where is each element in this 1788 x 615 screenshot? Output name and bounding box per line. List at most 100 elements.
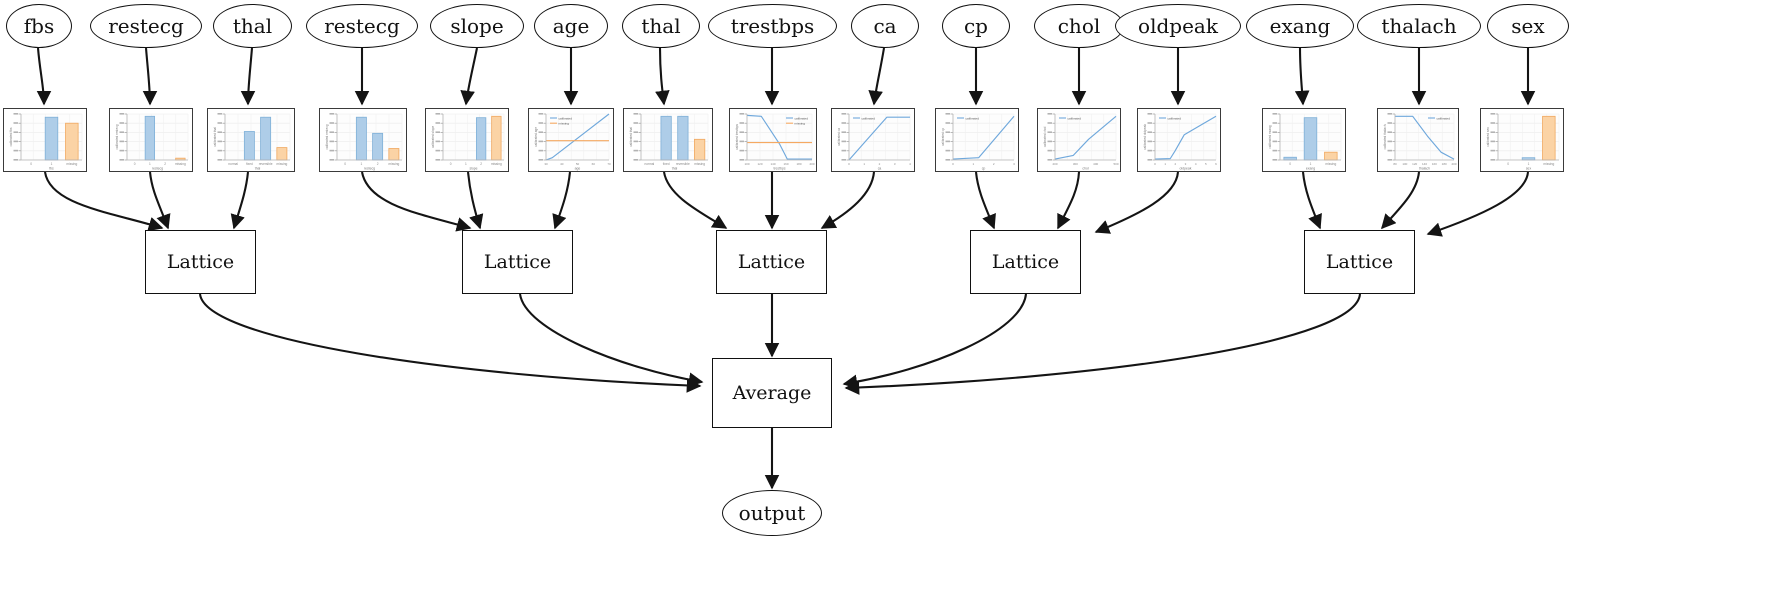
svg-text:180: 180 (1442, 162, 1447, 166)
svg-text:0: 0 (450, 162, 452, 166)
svg-text:160: 160 (783, 162, 788, 166)
svg-text:chol: chol (1082, 167, 1088, 171)
svg-text:160: 160 (1432, 162, 1437, 166)
input-label: slope (450, 14, 504, 38)
svg-text:1: 1 (360, 162, 362, 166)
svg-text:calibrated restecg: calibrated restecg (325, 124, 329, 149)
svg-text:slope: slope (469, 167, 477, 171)
svg-text:1: 1 (465, 162, 467, 166)
svg-text:missing: missing (276, 162, 287, 166)
lattice-node-4[interactable]: Lattice (1304, 230, 1415, 294)
svg-text:1: 1 (1310, 162, 1312, 166)
svg-text:3: 3 (894, 162, 896, 166)
input-node-restecg-2[interactable]: restecg (306, 4, 418, 48)
input-node-thal[interactable]: thal (213, 4, 292, 48)
svg-text:140: 140 (1422, 162, 1427, 166)
svg-text:500: 500 (1113, 162, 1118, 166)
svg-text:0: 0 (134, 162, 136, 166)
svg-text:normal: normal (645, 162, 655, 166)
output-node[interactable]: output (722, 490, 822, 536)
svg-text:normal: normal (228, 162, 238, 166)
svg-text:6: 6 (1215, 162, 1217, 166)
average-label: Average (732, 382, 812, 404)
svg-text:calibrated restecg: calibrated restecg (115, 124, 119, 149)
svg-text:missing: missing (491, 162, 502, 166)
svg-text:calibrated: calibrated (1437, 116, 1451, 120)
input-node-age[interactable]: age (534, 4, 608, 48)
input-label: trestbps (730, 14, 815, 38)
svg-text:fbs: fbs (49, 167, 54, 171)
lattice-label: Lattice (737, 251, 806, 273)
svg-text:180: 180 (796, 162, 801, 166)
svg-text:5: 5 (1205, 162, 1207, 166)
svg-text:thalach: thalach (1419, 167, 1430, 171)
svg-text:sex: sex (1526, 167, 1532, 171)
input-node-sex[interactable]: sex (1487, 4, 1569, 48)
svg-text:300: 300 (1073, 162, 1078, 166)
input-node-oldpeak[interactable]: oldpeak (1115, 4, 1241, 48)
input-node-ca[interactable]: ca (851, 4, 919, 48)
svg-text:missing: missing (1543, 162, 1554, 166)
svg-text:0: 0 (344, 162, 346, 166)
lattice-label: Lattice (991, 251, 1060, 273)
lattice-node-2[interactable]: Lattice (716, 230, 827, 294)
svg-text:0: 0 (1154, 162, 1156, 166)
svg-text:200: 200 (809, 162, 814, 166)
svg-text:2: 2 (164, 162, 166, 166)
svg-text:1: 1 (863, 162, 865, 166)
lattice-label: Lattice (483, 251, 552, 273)
svg-text:120: 120 (1412, 162, 1417, 166)
input-node-exang[interactable]: exang (1246, 4, 1354, 48)
average-node[interactable]: Average (712, 358, 832, 428)
lattice-node-0[interactable]: Lattice (145, 230, 256, 294)
output-label: output (738, 501, 806, 525)
svg-text:0: 0 (1289, 162, 1291, 166)
input-node-thal-2[interactable]: thal (622, 4, 700, 48)
svg-text:140: 140 (770, 162, 775, 166)
input-node-chol[interactable]: chol (1034, 4, 1124, 48)
svg-text:missing: missing (66, 162, 77, 166)
svg-text:cp: cp (982, 167, 986, 171)
svg-text:2: 2 (377, 162, 379, 166)
input-node-thalach[interactable]: thalach (1357, 4, 1481, 48)
svg-text:reversible: reversible (676, 162, 690, 166)
svg-text:0: 0 (1507, 162, 1509, 166)
input-node-restecg[interactable]: restecg (90, 4, 202, 48)
svg-text:reversible: reversible (259, 162, 273, 166)
svg-text:calibrated oldpeak: calibrated oldpeak (1143, 124, 1147, 150)
input-label: exang (1269, 14, 1331, 38)
lattice-node-1[interactable]: Lattice (462, 230, 573, 294)
input-node-slope[interactable]: slope (430, 4, 524, 48)
input-node-fbs[interactable]: fbs (6, 4, 72, 48)
svg-text:100: 100 (1402, 162, 1407, 166)
svg-text:3: 3 (1185, 162, 1187, 166)
svg-text:0: 0 (952, 162, 954, 166)
svg-text:30: 30 (544, 162, 548, 166)
input-node-cp[interactable]: cp (942, 4, 1010, 48)
svg-text:fixed: fixed (663, 162, 670, 166)
input-node-trestbps[interactable]: trestbps (708, 4, 837, 48)
svg-text:2: 2 (1174, 162, 1176, 166)
svg-text:calibrated sex: calibrated sex (1486, 127, 1490, 147)
svg-text:1: 1 (1164, 162, 1166, 166)
svg-text:40: 40 (560, 162, 564, 166)
input-label: age (552, 14, 590, 38)
lattice-node-3[interactable]: Lattice (970, 230, 1081, 294)
svg-text:missing: missing (795, 122, 806, 126)
